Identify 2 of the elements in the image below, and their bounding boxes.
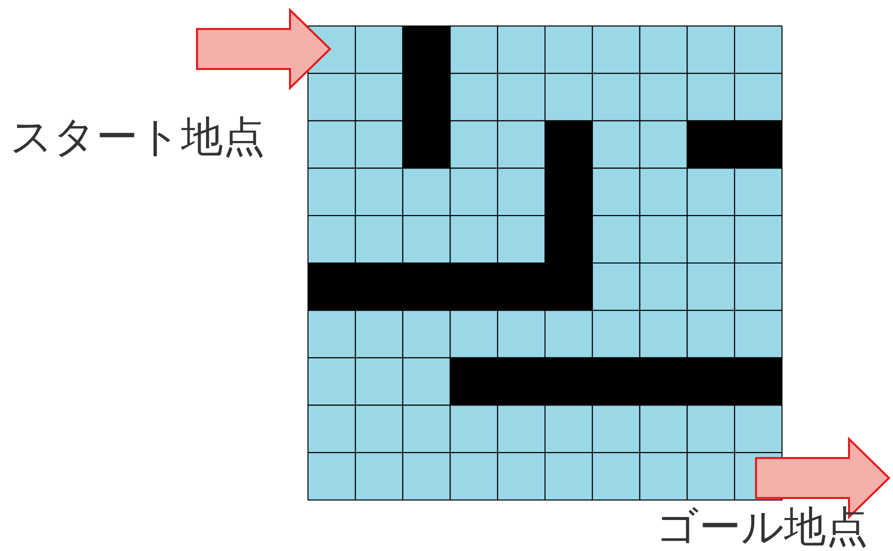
point-label: ゴール地点: [656, 506, 868, 548]
point-label: スタート地点: [10, 116, 265, 158]
